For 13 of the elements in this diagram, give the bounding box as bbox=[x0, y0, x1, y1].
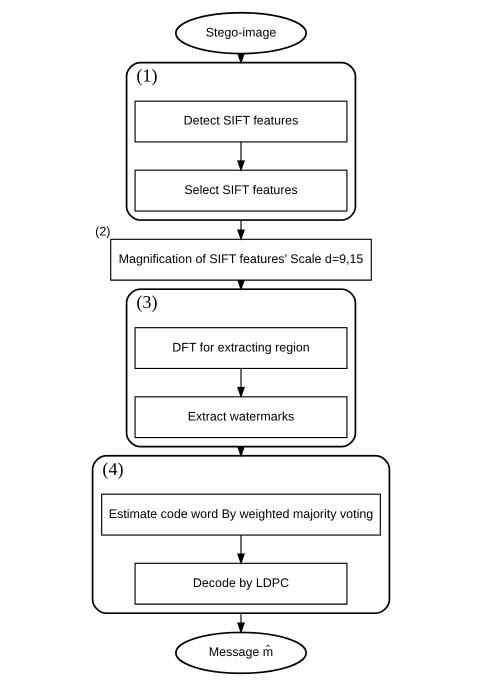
node-ellipse: Message m̂ bbox=[174, 632, 306, 674]
node-box: Extract watermarks bbox=[134, 396, 347, 438]
node-box: Select SIFT features bbox=[134, 170, 347, 212]
arrow bbox=[236, 142, 244, 172]
node-box: DFT for extracting region bbox=[134, 327, 347, 370]
arrow bbox=[236, 368, 244, 398]
node-box: Estimate code word By weighted majority voting bbox=[100, 494, 380, 536]
arrow bbox=[236, 220, 244, 241]
arrow bbox=[236, 613, 244, 634]
arrow bbox=[236, 535, 244, 565]
node-box: Decode by LDPC bbox=[134, 562, 347, 605]
node-box: Detect SIFT features bbox=[134, 100, 347, 142]
node-label: (2) bbox=[94, 224, 110, 239]
